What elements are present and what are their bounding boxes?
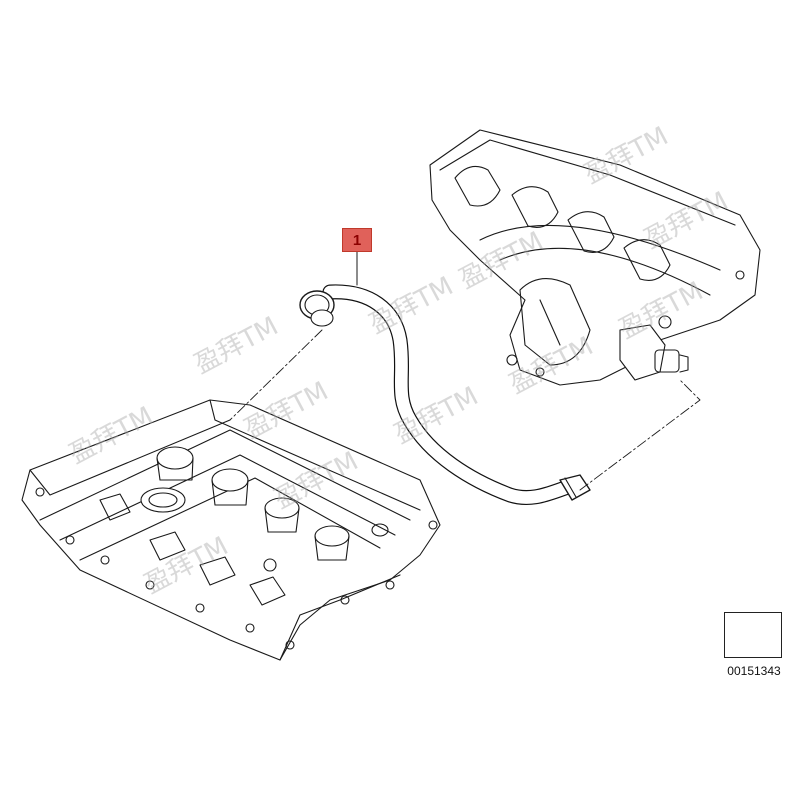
reference-box bbox=[724, 612, 782, 658]
leader-lines bbox=[229, 329, 701, 491]
valve-cover bbox=[21, 399, 441, 661]
vent-hose bbox=[299, 284, 591, 506]
callout-1: 1 bbox=[342, 228, 372, 252]
reference-number: 00151343 bbox=[727, 664, 781, 678]
intake-manifold bbox=[429, 129, 761, 386]
